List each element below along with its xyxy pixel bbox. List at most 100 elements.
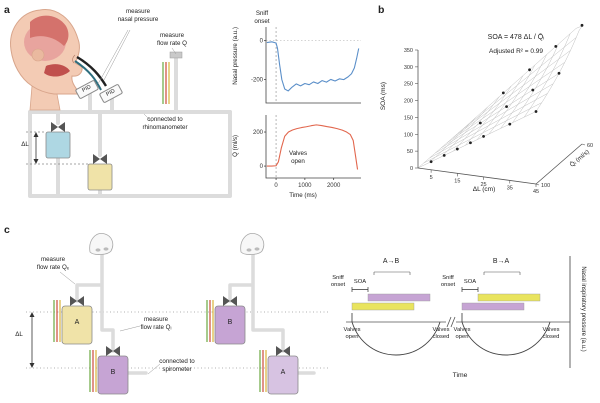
valve-icon [93, 154, 107, 164]
jar-b-left-letter: B [110, 369, 116, 376]
svg-text:0: 0 [410, 166, 413, 172]
measure-nasal-pressure-label: measure nasal pressure [117, 8, 159, 23]
connected-rhinomanometer-label: connected to rhinomanometer [142, 116, 188, 131]
jar-a-left [61, 305, 93, 345]
panel-c-sensor-lines [53, 300, 267, 392]
flow-tube [74, 60, 102, 91]
nasal-pressure-tube [76, 55, 108, 87]
svg-text:200: 200 [404, 99, 413, 105]
measure-flow-rate-label: measure flow rate Q [157, 32, 187, 47]
breath-curve-1 [351, 321, 441, 356]
jar-a-left-letter: A [74, 319, 80, 326]
svg-text:0: 0 [274, 183, 278, 189]
valves-open-2-label: Valves open [453, 327, 471, 341]
ear-icon [31, 48, 45, 62]
soa-axis-label: SOA (ms) [379, 81, 387, 111]
sniff-onset-annotation: Sniff onset [254, 10, 270, 25]
svg-text:35: 35 [507, 185, 513, 191]
svg-text:15: 15 [454, 178, 460, 184]
panel-c-noses [89, 233, 265, 255]
axis-break-icon [446, 316, 456, 328]
svg-text:1000: 1000 [298, 183, 312, 189]
time-x-axis-label: Time (ms) [289, 192, 317, 199]
panel-a-delta-l [26, 131, 88, 165]
jar-b-right [214, 305, 246, 345]
nasal-pressure-chart: 0 -200 [251, 27, 361, 104]
svg-text:300: 300 [404, 65, 413, 71]
svg-text:250: 250 [404, 82, 413, 88]
time-label: Time [452, 372, 468, 379]
jar-a-right [267, 355, 299, 395]
flow-sensor [162, 51, 183, 104]
soa-2-label: SOA [463, 279, 477, 285]
nostril [72, 54, 76, 64]
panel-a-label: a [4, 4, 10, 16]
jar-a-right-letter: A [280, 369, 286, 376]
svg-text:350: 350 [404, 48, 413, 54]
svg-text:5: 5 [430, 175, 433, 181]
svg-text:100: 100 [541, 183, 550, 189]
nose-right [240, 233, 265, 255]
svg-text:-200: -200 [251, 78, 264, 84]
valves-closed-2-label: Valves closed [542, 327, 560, 341]
svg-text:0: 0 [260, 164, 264, 170]
odor-a-bar [477, 293, 541, 302]
inner-structure [30, 15, 69, 46]
jar-b-right-letter: B [227, 319, 233, 326]
valves-open-annotation: Valves open [288, 150, 308, 165]
valves-open-1-label: Valves open [343, 327, 361, 341]
delta-l-axis-label: ΔL (cm) [472, 186, 496, 193]
breath-curve-2 [461, 321, 551, 356]
delta-l-label-c: ΔL [15, 331, 23, 338]
adjusted-r2: Adjusted R² = 0.99 [488, 48, 544, 55]
panel-a-tubing [28, 56, 232, 198]
svg-text:45: 45 [533, 189, 539, 195]
connected-spirometer-label: connected to spirometer [159, 358, 195, 373]
odor-a-bar [351, 302, 415, 311]
condition-ba-label: B→A [492, 258, 510, 265]
svg-text:0: 0 [260, 39, 264, 45]
jar-blue [45, 131, 71, 159]
svg-text:100: 100 [404, 132, 413, 138]
svg-text:50: 50 [407, 149, 413, 155]
soa-equation: SOA = 478 ΔL / Q̄ᵢ [487, 34, 545, 41]
measure-flow-qi-label: measure flow rate Qᵢ [140, 316, 172, 331]
nasal-pressure-y-axis-label: Nasal pressure (a.u.) [232, 26, 240, 85]
condition-ab-label: A→B [382, 258, 400, 265]
soa-1-label: SOA [353, 279, 367, 285]
sniff-onset-1-label: Sniff onset [330, 275, 346, 289]
svg-text:25: 25 [480, 182, 486, 188]
jar-b-left [97, 355, 129, 395]
odor-b-bar [367, 293, 431, 302]
panel-b-label: b [378, 4, 385, 16]
valves-closed-1-label: Valves closed [432, 327, 450, 341]
valve-icon [106, 346, 120, 356]
panel-c-jars [61, 296, 299, 395]
soa-bracket-2 [461, 287, 479, 292]
svg-text:60: 60 [587, 143, 593, 149]
panel-a-leaders [97, 29, 177, 123]
valve-icon [223, 296, 237, 306]
svg-text:150: 150 [404, 115, 413, 121]
valve-icon [51, 122, 65, 132]
flow-y-axis-label: Q (ml/s) [232, 134, 240, 157]
valve-icon [70, 296, 84, 306]
valve-icon [276, 346, 290, 356]
panel-a-jars [45, 122, 113, 191]
panel-c-label: c [4, 224, 10, 236]
pressure-axis-label: Nasal inspiratory pressure (a.u.) [580, 266, 586, 352]
panel-c-levels [26, 311, 330, 369]
nose-left [89, 233, 114, 255]
soa-bracket-1 [351, 287, 369, 292]
svg-text:200: 200 [253, 130, 264, 136]
panel-c-leaders [59, 271, 161, 375]
head-illustration [10, 9, 108, 111]
sniff-onset-2-label: Sniff onset [440, 275, 456, 289]
svg-text:2000: 2000 [327, 183, 341, 189]
jar-yellow [87, 163, 113, 191]
tongue [44, 64, 70, 77]
panel-c-tubing [75, 251, 316, 375]
